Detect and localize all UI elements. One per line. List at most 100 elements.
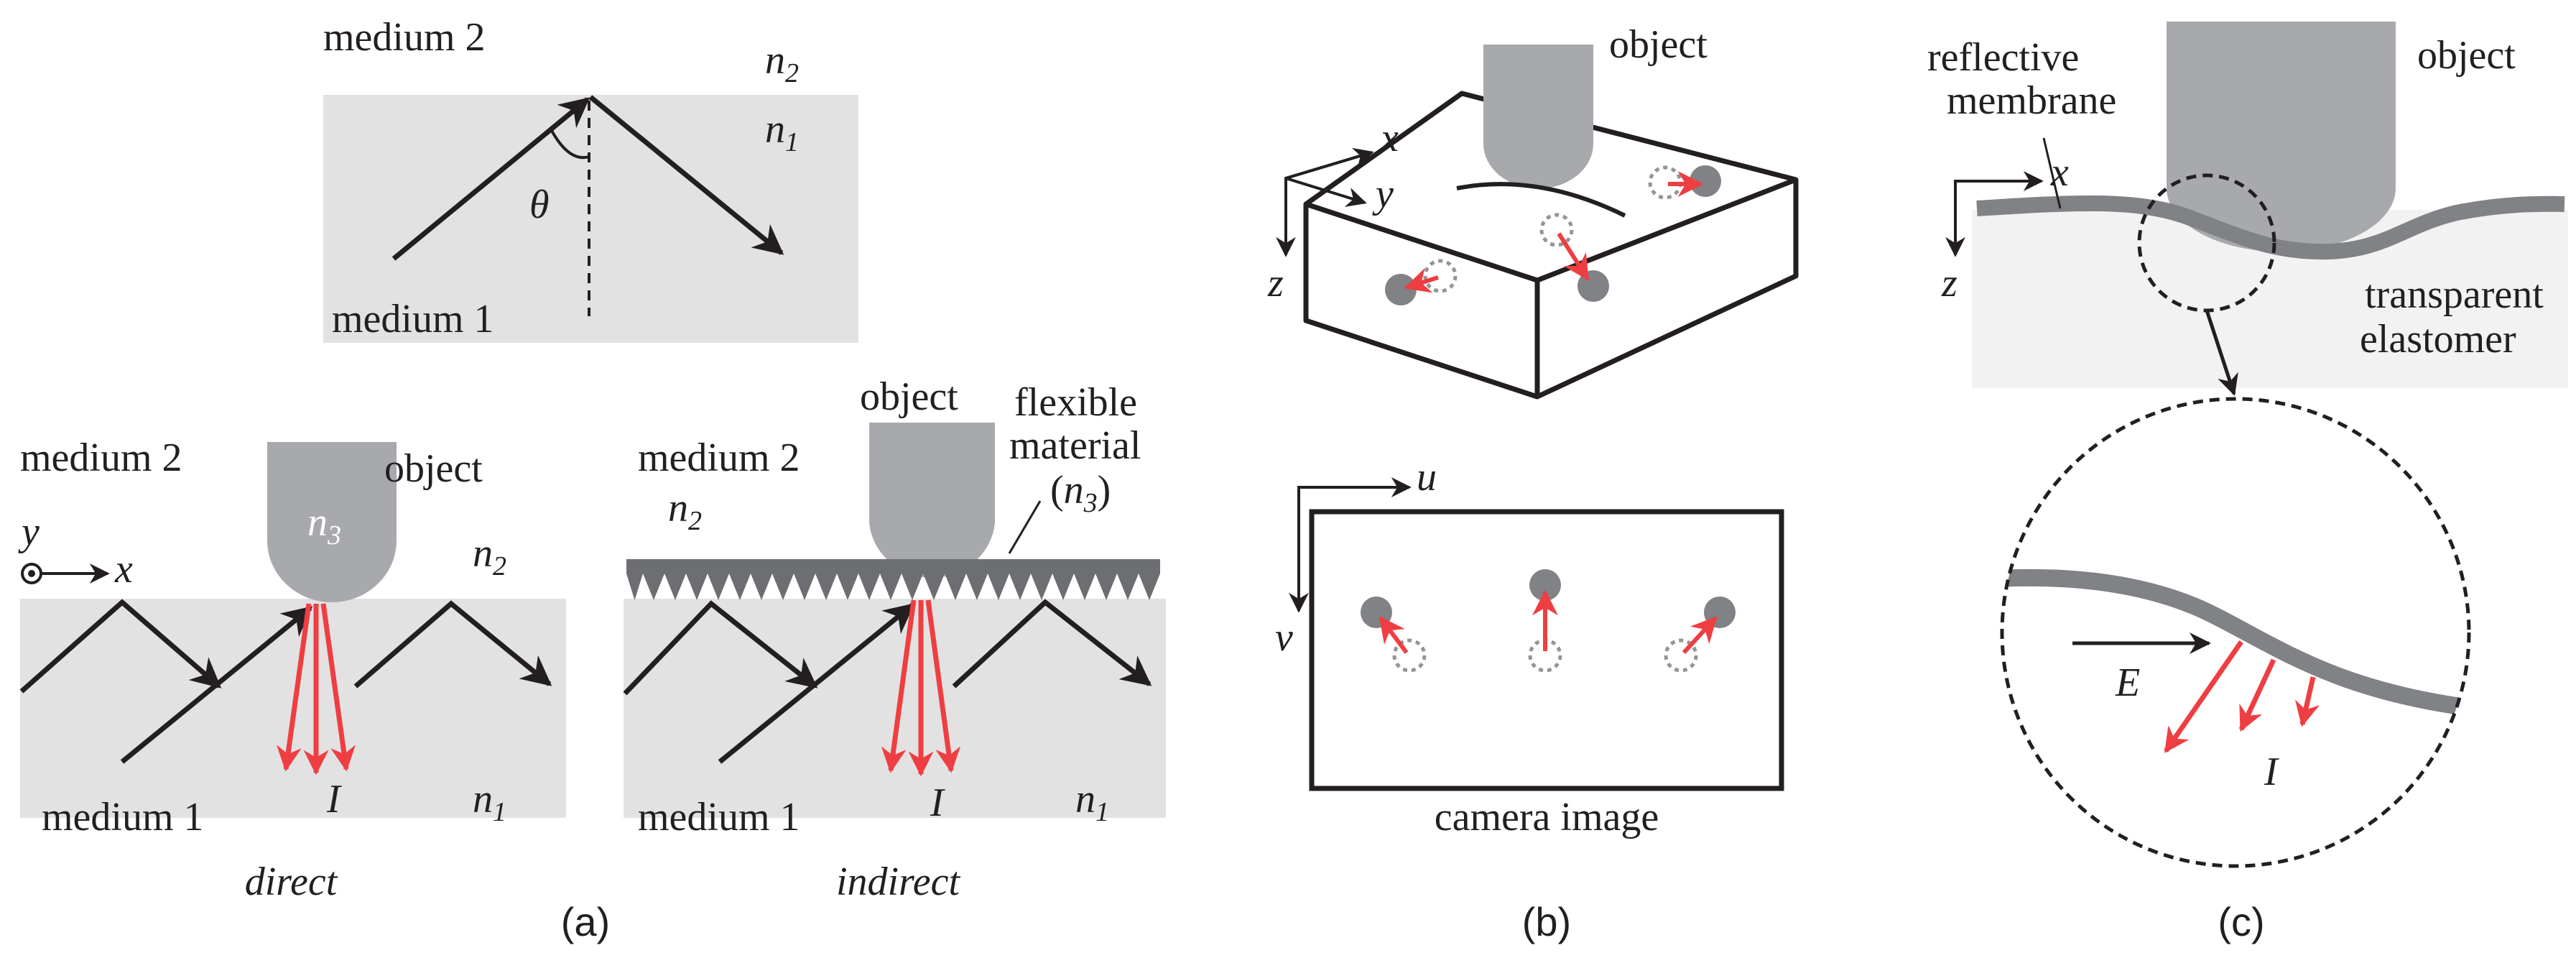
marker-displaced: [1361, 597, 1392, 628]
axis-z-label: z: [1941, 261, 1958, 305]
caption-c: (c): [2218, 899, 2264, 944]
medium-2-label: medium 2: [638, 436, 800, 480]
axis-v-label: v: [1275, 615, 1293, 660]
displacement-arrow: [1682, 616, 1718, 655]
medium-1-region: [323, 95, 858, 343]
surface-indentation: [1456, 182, 1626, 218]
theta-label: θ: [529, 183, 550, 227]
n3-label: n3: [307, 500, 341, 551]
field-label: E: [2115, 660, 2140, 705]
incident-ray: [392, 97, 590, 261]
object-probe: [267, 442, 397, 602]
membrane-detail: [2002, 568, 2469, 717]
x-axis-arrow: [1285, 147, 1374, 180]
indirect-label: indirect: [836, 860, 961, 904]
object-probe: [869, 423, 995, 578]
camera-frame: [1309, 509, 1784, 791]
material-label: material: [1009, 423, 1141, 468]
object-label: object: [384, 446, 483, 491]
object-label: object: [2417, 33, 2516, 78]
medium-1-label: medium 1: [332, 297, 494, 341]
direct-label: direct: [245, 860, 338, 904]
scatter-arrow: [320, 603, 356, 772]
ray-to-object: [718, 603, 915, 764]
n3-label: (n3): [1050, 468, 1111, 518]
box-edges: [1303, 91, 1799, 400]
flexible-label: flexible: [1014, 380, 1137, 425]
leader-line: [1008, 500, 1042, 554]
intensity-arrow: [2238, 658, 2276, 732]
displacement-arrow: [1404, 268, 1439, 293]
ray-to-object: [120, 606, 313, 764]
caption-b: (b): [1522, 899, 1571, 944]
elastomer-block: [1303, 45, 1799, 400]
transparent-label: transparent: [2365, 272, 2544, 317]
indirect-diagram: medium 2 n2 object flexible material (n3…: [623, 374, 1166, 904]
elastomer-label: elastomer: [2360, 317, 2516, 362]
medium-1-region: [624, 599, 1166, 818]
scatter-arrow: [277, 603, 312, 772]
medium-1-label: medium 1: [42, 795, 204, 839]
zoom-pointer: [2205, 310, 2238, 396]
intensity-arrow: [2294, 676, 2320, 727]
reflected-ray: [588, 95, 784, 255]
zoom-circle: [2000, 397, 2471, 868]
tir-diagram: medium 2 medium 1 θ n2 n1: [323, 15, 858, 343]
camera-image-label: camera image: [1435, 795, 1659, 839]
tir-ray-left: [623, 600, 818, 696]
flexible-material-layer: [626, 559, 1160, 600]
camera-image: u v camera image: [1275, 455, 1784, 839]
xyz-axes: x y z: [1267, 116, 1399, 305]
n1-label: n1: [473, 777, 506, 827]
intensity-label: I: [930, 781, 945, 825]
marker-original: [1392, 638, 1427, 673]
scatter-arrow: [925, 599, 961, 773]
n1-label: n1: [1075, 777, 1109, 827]
reflective-membrane: [1976, 195, 2565, 260]
object-label: object: [860, 374, 958, 419]
caption-a: (a): [561, 899, 610, 944]
displacement-arrow: [1557, 232, 1590, 282]
n1-label: n1: [765, 107, 799, 157]
panel-b: x y z object u v camera image (b): [1267, 22, 1799, 944]
axis-y-label: y: [18, 510, 40, 554]
angle-arc: [550, 129, 590, 160]
medium-2-label: medium 2: [323, 15, 486, 60]
axis-x-label: x: [2050, 150, 2069, 195]
medium-2-label: medium 2: [20, 436, 182, 480]
direct-diagram: y x medium 2 object n3 n2 n1 I medium 1 …: [18, 436, 566, 904]
marker-displaced: [1385, 274, 1417, 305]
intensity-label: I: [2264, 750, 2279, 794]
marker-displaced: [1690, 165, 1721, 197]
tir-ray-right: [952, 599, 1152, 689]
axis-x-label: x: [1380, 116, 1399, 160]
marker-original: [1664, 638, 1698, 673]
medium-1-label: medium 1: [638, 795, 800, 839]
object-probe: [2167, 22, 2396, 252]
tir-ray-left: [19, 599, 222, 694]
n2-label: n2: [765, 38, 799, 88]
scatter-arrow: [881, 599, 917, 773]
membrane-label: membrane: [1947, 78, 2116, 123]
n2-label: n2: [473, 531, 506, 581]
intensity-arrow: [2164, 640, 2243, 753]
object-probe: [1483, 45, 1593, 189]
n2-label: n2: [668, 486, 702, 536]
axis-x-label: x: [114, 547, 133, 591]
uv-axes: [1297, 486, 1408, 609]
panel-c: reflective membrane object x z transpare…: [1927, 22, 2568, 944]
y-axis-arrow: [1285, 177, 1367, 207]
marker-original: [1539, 213, 1574, 247]
object-label: object: [1609, 22, 1708, 67]
panel-a: medium 2 medium 1 θ n2 n1 y x medium 2 o…: [18, 15, 1166, 944]
y-axis-dot-icon: [28, 570, 35, 577]
intensity-label: I: [326, 777, 342, 821]
zoom-inset: E I: [2000, 397, 2471, 868]
tir-ray-right: [353, 600, 552, 689]
axis-y-label: y: [1372, 172, 1394, 216]
axis-u-label: u: [1417, 455, 1437, 499]
axis-z-label: z: [1267, 261, 1284, 305]
marker-displaced: [1577, 270, 1609, 302]
membrane-leader: [2042, 137, 2062, 209]
